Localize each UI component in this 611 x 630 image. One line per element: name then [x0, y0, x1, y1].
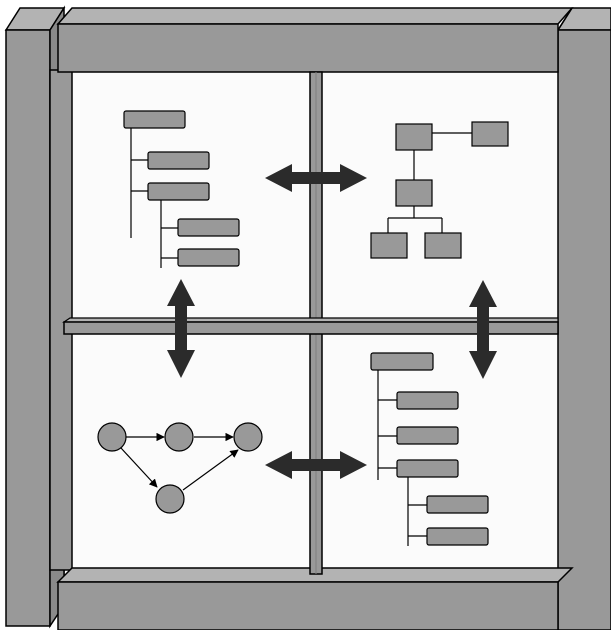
tree-node — [426, 495, 489, 514]
window-frame-right — [556, 7, 611, 630]
window-frame-bottom — [56, 567, 574, 630]
tree-node-root — [370, 352, 434, 371]
tree-node — [396, 426, 459, 445]
org-node — [424, 232, 462, 259]
double-arrow-horizontal-icon — [265, 164, 367, 192]
graph-node — [164, 422, 194, 452]
tree-node-root — [123, 110, 186, 129]
window-transom-horizontal — [62, 317, 559, 335]
org-chart-icon — [370, 121, 509, 259]
org-node — [471, 121, 509, 147]
tree-node — [396, 391, 459, 410]
window-frame-top — [56, 7, 574, 73]
graph-node — [155, 484, 185, 514]
org-node — [395, 179, 433, 207]
tree-hierarchy-icon — [123, 110, 240, 268]
window-frame-left — [4, 5, 73, 629]
tree-node — [147, 182, 210, 201]
tree-node — [396, 459, 459, 478]
tree-node — [147, 151, 210, 170]
double-arrow-vertical-icon — [167, 279, 195, 378]
graph-node — [233, 422, 263, 452]
org-node — [370, 232, 408, 259]
graph-node — [97, 422, 127, 452]
org-node — [395, 123, 433, 151]
flow-graph-icon — [97, 422, 263, 514]
tree-hierarchy-icon — [370, 352, 489, 546]
tree-node — [426, 527, 489, 546]
tree-node — [177, 248, 240, 267]
double-arrow-vertical-icon — [469, 280, 497, 379]
tree-node — [177, 218, 240, 237]
double-arrow-horizontal-icon — [265, 451, 367, 479]
